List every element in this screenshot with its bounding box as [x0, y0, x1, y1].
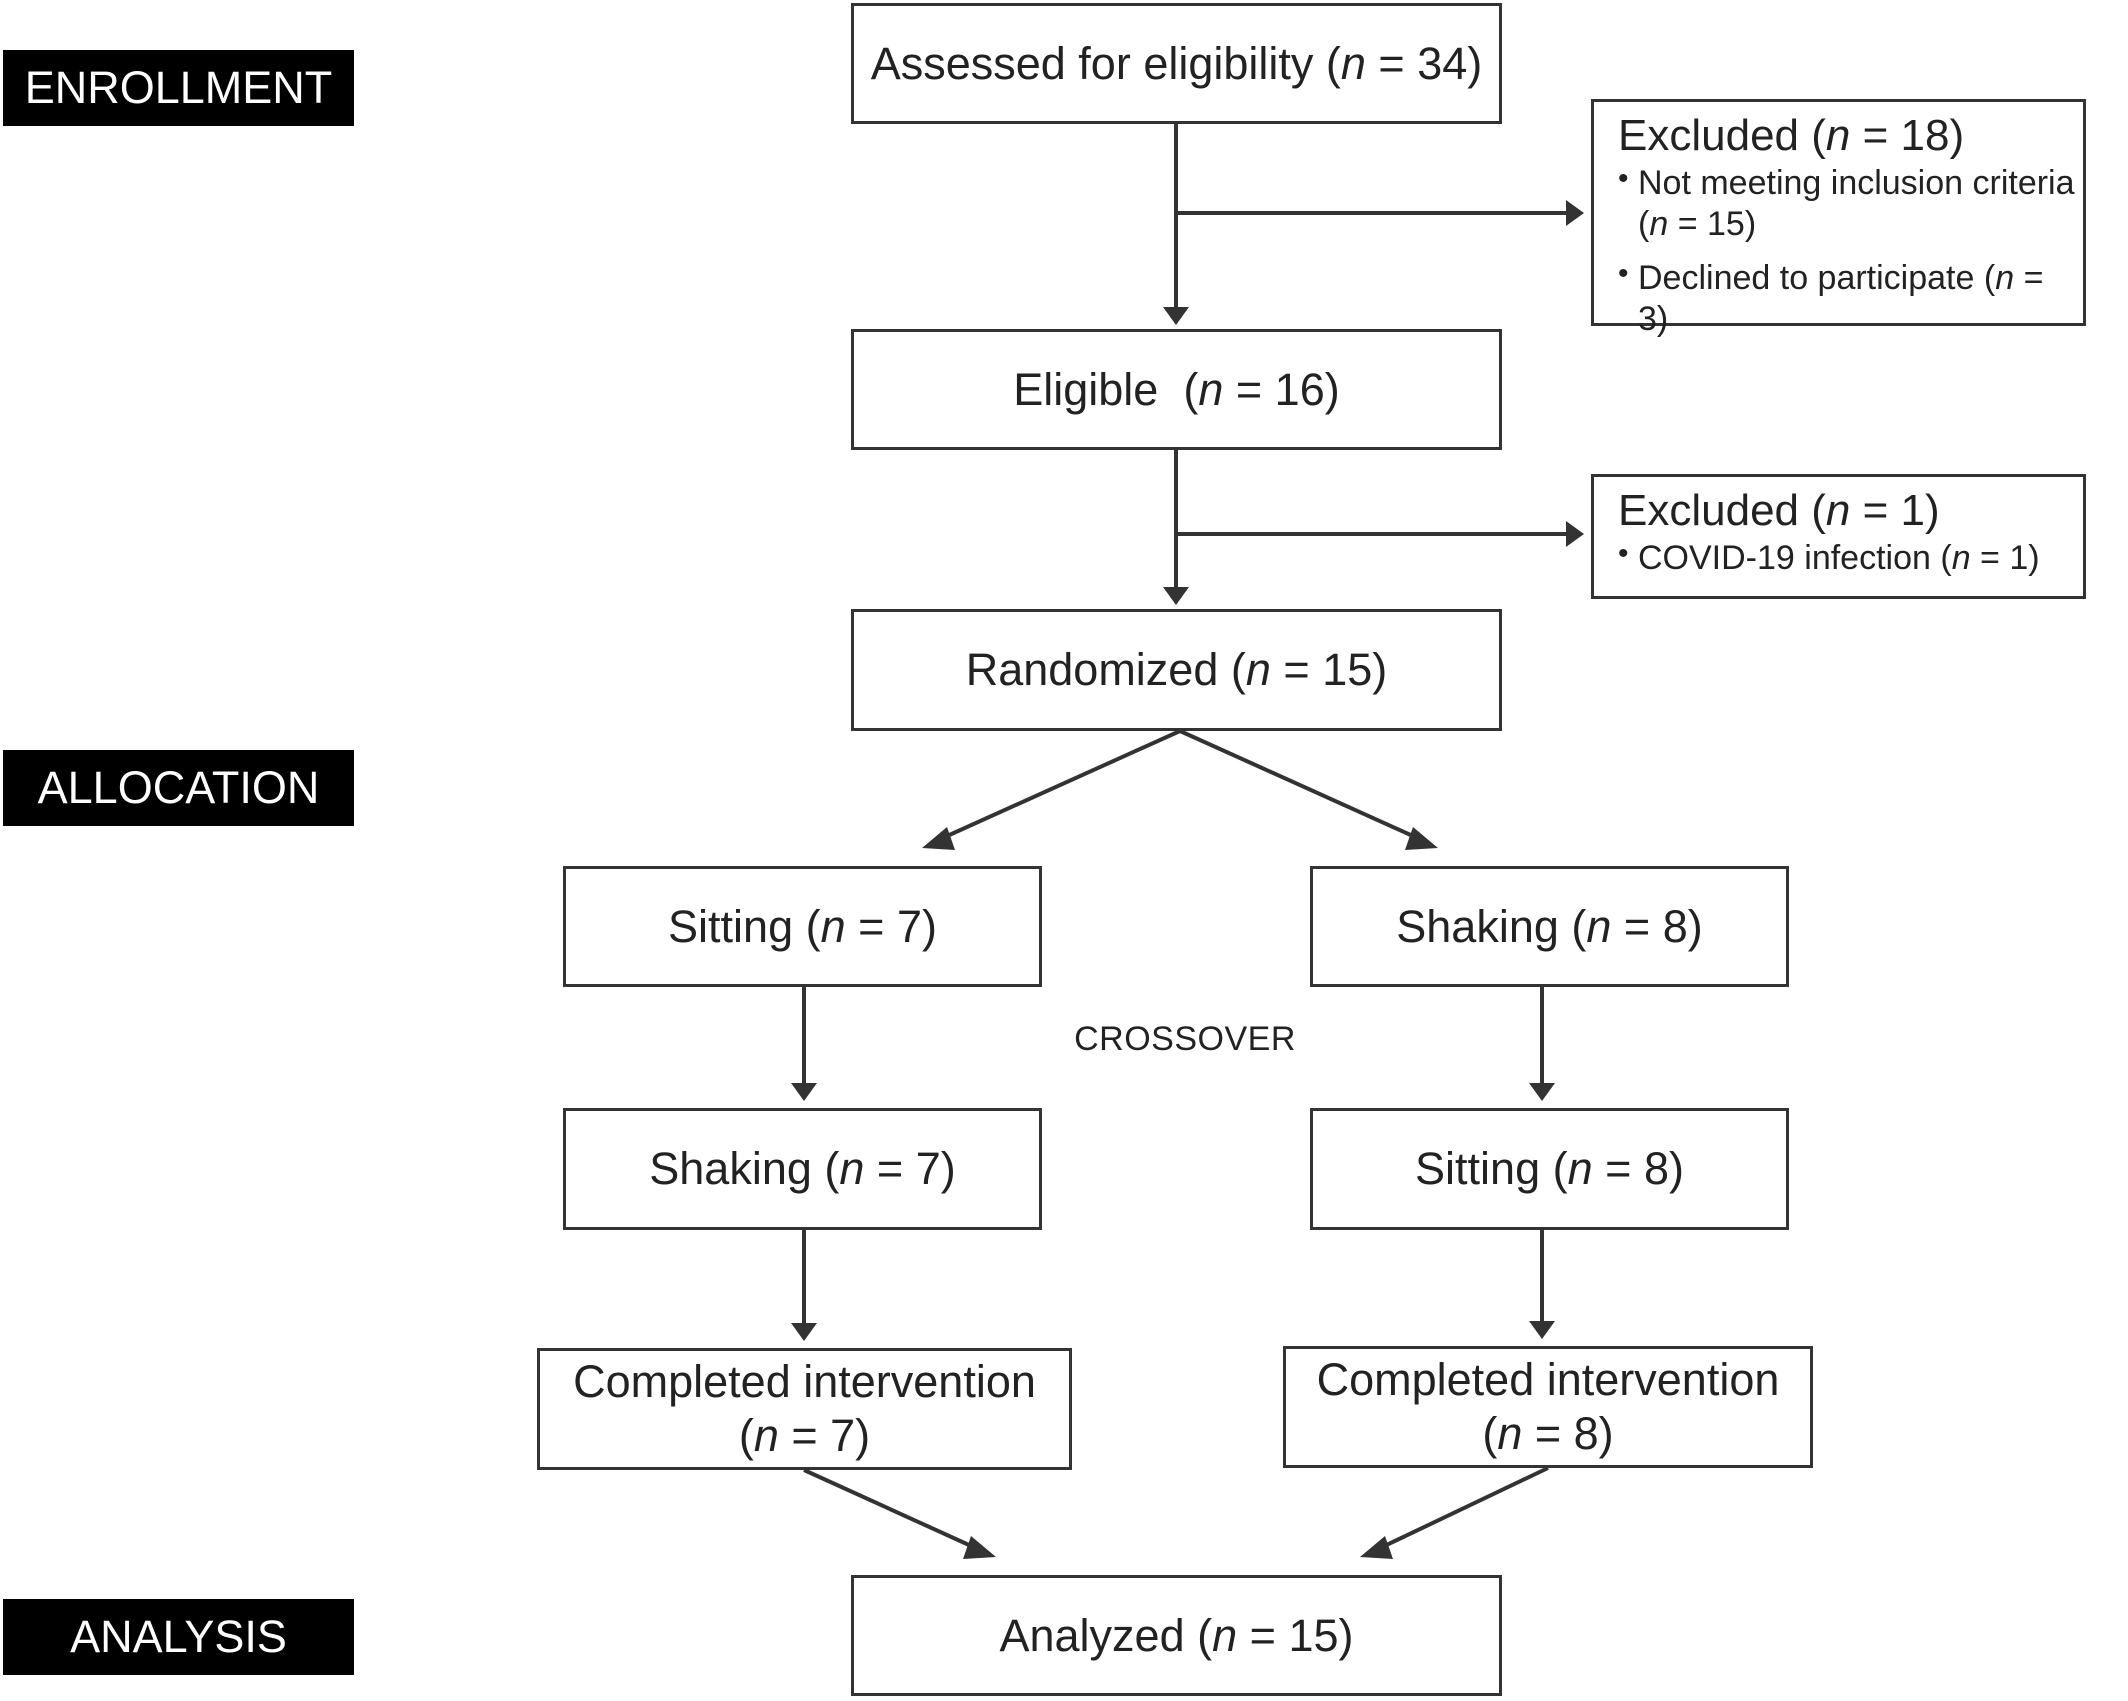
box-right-completed-label: Completed intervention — [1316, 1354, 1780, 1405]
box-analyzed: Analyzed (n = 15) — [851, 1575, 1502, 1696]
box-analyzed-text: Analyzed (n = 15) — [999, 1609, 1354, 1661]
arrowhead — [1529, 1083, 1555, 1101]
box-eligible-text: Eligible (n = 16) — [1013, 363, 1340, 415]
box-randomized: Randomized (n = 15) — [851, 609, 1502, 731]
box-left-shaking-text: Shaking (n = 7) — [649, 1143, 956, 1194]
box-randomized-text: Randomized (n = 15) — [965, 644, 1388, 695]
excluded-1-reason-1: •Not meeting inclusion criteria(n = 15) — [1618, 161, 2075, 244]
box-right-sitting-text: Sitting (n = 8) — [1415, 1143, 1684, 1194]
arrowhead — [1566, 521, 1584, 547]
arrowhead — [791, 1083, 817, 1101]
excluded-2-reason-1: •COVID-19 infection (n = 1) — [1618, 536, 2040, 577]
arrow-randomized-to-left — [935, 729, 1181, 843]
bullet-icon: • — [1618, 161, 1629, 195]
box-right-shaking: Shaking (n = 8) — [1310, 866, 1789, 987]
arrowhead — [1405, 827, 1438, 850]
arrowhead — [1163, 587, 1189, 605]
box-left-completed-n: (n = 7) — [738, 1410, 871, 1461]
arrowhead — [1566, 200, 1584, 226]
box-right-sitting: Sitting (n = 8) — [1310, 1108, 1789, 1230]
crossover-label: CROSSOVER — [1074, 1020, 1296, 1058]
box-left-completed-label: Completed intervention — [573, 1356, 1036, 1407]
arrow-right-completed-to-analyzed — [1375, 1466, 1549, 1552]
box-left-shaking: Shaking (n = 7) — [563, 1108, 1042, 1230]
arrow-randomized-to-right — [1179, 729, 1425, 843]
arrowhead — [1163, 307, 1189, 325]
arrowhead — [922, 827, 955, 850]
box-left-completed: Completed intervention (n = 7) — [537, 1348, 1072, 1470]
phase-label-allocation: ALLOCATION — [3, 750, 354, 826]
excluded-1-title: Excluded (n = 18) — [1618, 111, 1965, 160]
phase-label-enrollment: ENROLLMENT — [3, 50, 354, 126]
box-assessed: Assessed for eligibility (n = 34) — [851, 3, 1502, 124]
box-excluded-2: Excluded (n = 1) •COVID-19 infection (n … — [1591, 474, 2086, 599]
phase-label-analysis: ANALYSIS — [3, 1599, 354, 1675]
box-assessed-text: Assessed for eligibility (n = 34) — [870, 37, 1483, 89]
arrowhead — [1360, 1536, 1393, 1559]
box-right-completed-n: (n = 8) — [1482, 1408, 1614, 1459]
arrow-left-completed-to-analyzed — [803, 1468, 981, 1552]
excluded-1-reason-2: •Declined to participate (n = 3) — [1618, 256, 2044, 339]
box-eligible: Eligible (n = 16) — [851, 329, 1502, 450]
box-excluded-1: Excluded (n = 18) •Not meeting inclusion… — [1591, 99, 2086, 338]
box-left-sitting-text: Sitting (n = 7) — [668, 900, 937, 952]
bullet-icon: • — [1618, 536, 1629, 570]
box-right-shaking-text: Shaking (n = 8) — [1396, 900, 1703, 952]
bullet-icon: • — [1618, 256, 1629, 290]
box-left-sitting: Sitting (n = 7) — [563, 866, 1042, 987]
arrowhead — [791, 1323, 817, 1341]
arrowhead — [963, 1536, 996, 1559]
arrowhead — [1529, 1321, 1555, 1339]
box-right-completed: Completed intervention (n = 8) — [1283, 1346, 1813, 1468]
excluded-2-title: Excluded (n = 1) — [1618, 486, 1940, 535]
